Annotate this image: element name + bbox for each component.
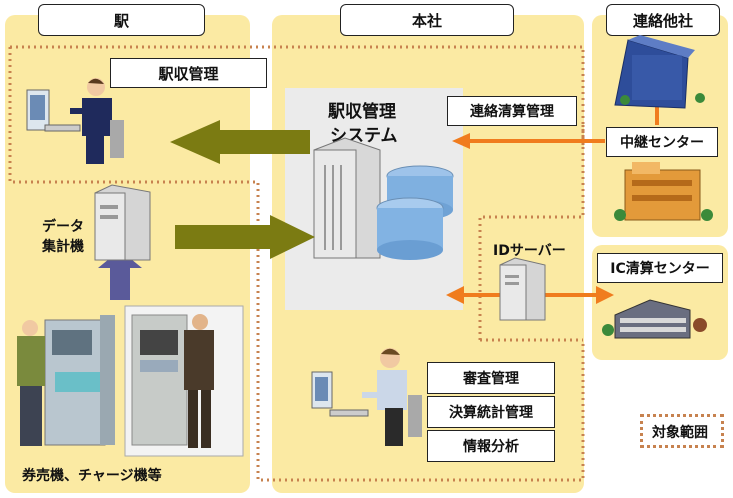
- orange-arrow-right: [596, 286, 614, 304]
- system-title-line1: 駅収管理: [328, 102, 396, 122]
- legend-label: 対象範囲: [652, 425, 708, 441]
- ic-center-box: IC清算センター: [597, 253, 723, 283]
- hq-header: 本社: [340, 4, 514, 36]
- renraku-seisan-box: 連絡清算管理: [447, 96, 577, 126]
- data-collector-label-1: データ: [42, 219, 84, 235]
- relay-center-box: 中継センター: [606, 127, 718, 157]
- olive-arrow-to-system: [175, 215, 315, 259]
- partner-header: 連絡他社: [606, 4, 720, 36]
- station-header: 駅: [38, 4, 205, 36]
- ticket-machine-label: 券売機、チャージ機等: [22, 468, 162, 484]
- legend-box: [640, 414, 724, 448]
- audit-box: 審査管理: [427, 362, 555, 394]
- settlement-box: 決算統計管理: [427, 396, 555, 428]
- orange-arrow-left: [446, 286, 464, 304]
- id-server-label: IDサーバー: [493, 243, 566, 259]
- orange-arrow-to-system: [452, 133, 470, 149]
- analysis-box: 情報分析: [427, 430, 555, 462]
- olive-arrow-to-station: [170, 120, 310, 164]
- data-collector-label-2: 集計機: [42, 239, 84, 255]
- blue-arrow-up: [98, 250, 142, 300]
- station-mgmt-box: 駅収管理: [110, 58, 267, 88]
